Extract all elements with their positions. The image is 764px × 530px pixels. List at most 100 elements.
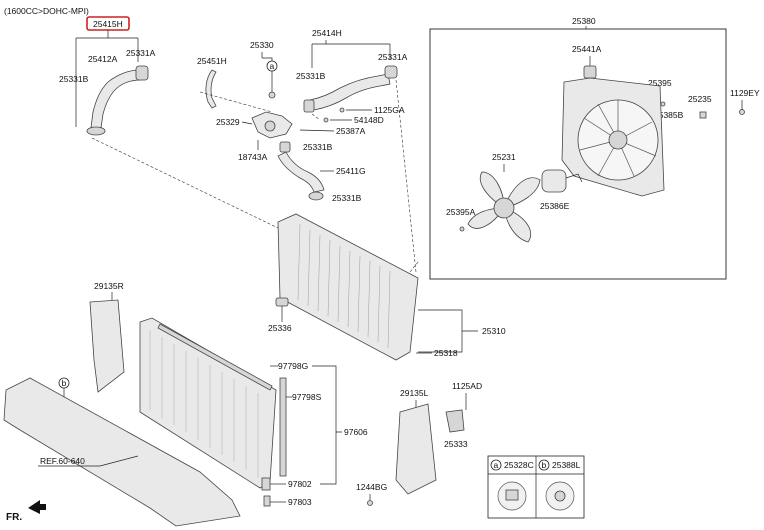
clamp-mid xyxy=(279,141,291,153)
legend-a-image-part xyxy=(505,489,519,501)
upper-radiator-hose xyxy=(309,73,391,111)
legend-b-part[interactable]: 25388L xyxy=(552,460,581,470)
label-25395[interactable]: 25395 xyxy=(648,78,672,88)
front-direction-label: FR. xyxy=(6,512,22,523)
air-guard-right xyxy=(89,299,125,393)
label-25331B-mid2[interactable]: 25331B xyxy=(303,142,333,152)
clamp-upper-right xyxy=(384,65,398,79)
seal-97798G xyxy=(157,323,273,391)
leader-25329 xyxy=(241,121,253,125)
label-25395A[interactable]: 25395A xyxy=(446,207,476,217)
label-1125AD[interactable]: 1125AD xyxy=(452,381,482,391)
engine-spec: (1600CC>DOHC-MPI) xyxy=(4,6,89,16)
seal-97798S xyxy=(279,377,287,477)
hose-clamp-lower xyxy=(86,126,106,136)
label-1129EY[interactable]: 1129EY xyxy=(730,88,760,98)
callout-a-top-text: a xyxy=(270,61,275,71)
radiator-mount-25336 xyxy=(275,297,289,307)
callout-b-text: b xyxy=(62,378,67,388)
label-25331B-mid3[interactable]: 25331B xyxy=(332,193,362,203)
o-ring xyxy=(268,91,276,99)
label-1244BG[interactable]: 1244BG xyxy=(356,482,387,492)
screw-25395 xyxy=(660,101,666,107)
label-97606[interactable]: 97606 xyxy=(344,427,368,437)
label-97798G[interactable]: 97798G xyxy=(278,361,308,371)
label-25412A[interactable]: 25412A xyxy=(88,54,118,64)
label-25411G[interactable]: 25411G xyxy=(336,166,366,176)
front-end-carrier xyxy=(3,377,241,527)
label-97802[interactable]: 97802 xyxy=(288,479,312,489)
label-97798S[interactable]: 97798S xyxy=(292,392,322,402)
hose-clamp-upper xyxy=(135,65,149,81)
leader-25414H xyxy=(311,40,391,68)
label-97803[interactable]: 97803 xyxy=(288,497,312,507)
cooling-fan-blade xyxy=(467,171,541,243)
fitting-port xyxy=(264,120,276,132)
label-ref-60-640[interactable]: REF.60-640 xyxy=(40,456,85,466)
legend-b-circle xyxy=(538,459,550,471)
radiator-fins xyxy=(297,223,391,349)
air-guard-left xyxy=(395,403,437,495)
leader-ref xyxy=(38,455,139,467)
clip-25235 xyxy=(699,111,707,119)
fan-motor xyxy=(541,169,567,193)
nut-25395A xyxy=(459,226,465,232)
clamp-upper-left xyxy=(303,99,315,113)
label-54148D[interactable]: 54148D xyxy=(354,115,384,125)
receiver-dryer-cap xyxy=(261,477,271,491)
shroud-hub xyxy=(608,130,628,150)
clamp-lower-mid xyxy=(308,191,324,201)
bolt-1244BG xyxy=(367,500,373,506)
bypass-hose xyxy=(205,69,217,109)
dashed-guides-top xyxy=(199,79,417,273)
label-25331A-left[interactable]: 25331A xyxy=(126,48,156,58)
label-29135R[interactable]: 29135R xyxy=(94,281,124,291)
label-25387A[interactable]: 25387A xyxy=(336,126,366,136)
label-29135L[interactable]: 29135L xyxy=(400,388,429,398)
insulator-97803 xyxy=(263,495,271,507)
leader-97606 xyxy=(312,365,342,485)
legend-a-circle xyxy=(490,459,502,471)
legend-a-label: a xyxy=(494,460,499,470)
legend-a-part[interactable]: 25328C xyxy=(504,460,534,470)
label-1125GA[interactable]: 1125GA xyxy=(374,105,405,115)
label-25331A-mid[interactable]: 25331A xyxy=(378,52,408,62)
label-25330[interactable]: 25330 xyxy=(250,40,274,50)
label-25380[interactable]: 25380 xyxy=(572,16,596,26)
front-arrow-icon xyxy=(28,500,46,514)
label-25336[interactable]: 25336 xyxy=(268,323,292,333)
legend-b-image-part xyxy=(554,490,566,502)
bracket-25333 xyxy=(445,409,465,433)
radiator xyxy=(277,213,419,361)
label-25331B-mid[interactable]: 25331B xyxy=(296,71,326,81)
label-25333[interactable]: 25333 xyxy=(444,439,468,449)
label-25329[interactable]: 25329 xyxy=(216,117,240,127)
label-25331B-left[interactable]: 25331B xyxy=(59,74,89,84)
label-25310[interactable]: 25310 xyxy=(482,326,506,336)
lower-radiator-hose xyxy=(90,69,142,129)
condenser-fins xyxy=(149,330,259,478)
label-25386E[interactable]: 25386E xyxy=(540,201,570,211)
label-25318[interactable]: 25318 xyxy=(434,348,458,358)
bolt-1125GA xyxy=(339,107,345,113)
shroud-connector xyxy=(583,65,597,79)
clip-54148D xyxy=(323,117,329,123)
leader-25310 xyxy=(418,309,478,353)
hose-25411G xyxy=(277,151,325,193)
label-25415H[interactable]: 25415H xyxy=(93,19,123,29)
label-25451H[interactable]: 25451H xyxy=(197,56,227,66)
leader-25415H xyxy=(75,30,139,127)
legend-b-label: b xyxy=(542,460,547,470)
label-25231[interactable]: 25231 xyxy=(492,152,516,162)
fan-assembly-frame xyxy=(429,28,727,280)
leader-25387A xyxy=(299,129,335,132)
label-25385B[interactable]: 25385B xyxy=(654,110,684,120)
label-18743A[interactable]: 18743A xyxy=(238,152,268,162)
label-25235[interactable]: 25235 xyxy=(688,94,712,104)
motor-wire xyxy=(565,173,583,183)
label-25441A[interactable]: 25441A xyxy=(572,44,602,54)
bolt-1129EY xyxy=(739,109,745,115)
label-25414H[interactable]: 25414H xyxy=(312,28,342,38)
